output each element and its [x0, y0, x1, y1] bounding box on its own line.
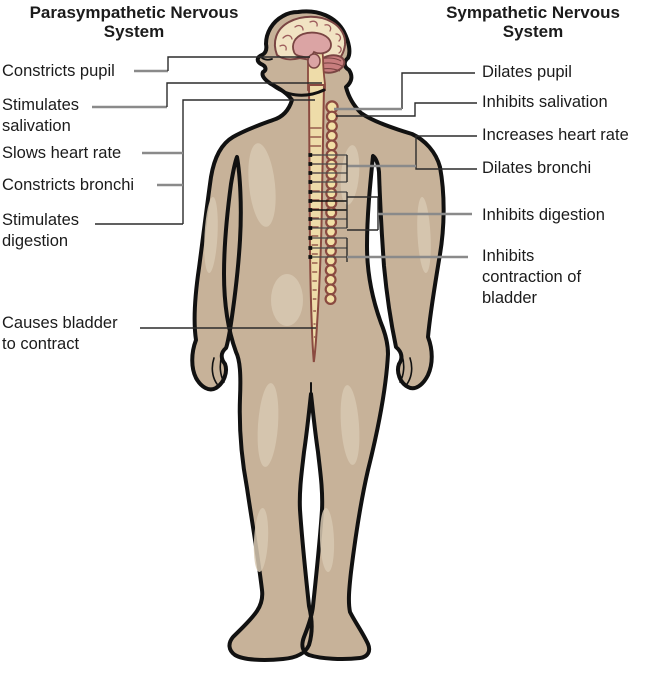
eye-line [261, 57, 273, 61]
label-slows-heart-rate: Slows heart rate [2, 144, 122, 162]
spinal-nerve-roots [308, 153, 313, 259]
leader-inhibits-salivation [336, 102, 477, 117]
label-dilates-bronchi: Dilates bronchi [482, 159, 592, 177]
right-header: Sympathetic Nervous System [446, 3, 620, 41]
leader-vagus-trunk [182, 99, 315, 224]
label-constricts-pupil: Constricts pupil [2, 62, 115, 80]
jaw-line [269, 82, 326, 97]
leader-dilates-pupil [401, 72, 475, 109]
label-causes-bladder: Causes bladder to contract [2, 314, 118, 353]
label-increases-heart-rate: Increases heart rate [482, 126, 629, 144]
spinal-nerve-lines [311, 154, 347, 258]
leader-digestion-bracket [346, 192, 379, 231]
label-inhibits-salivation: Inhibits salivation [482, 93, 608, 111]
label-constricts-bronchi: Constricts bronchi [2, 176, 135, 194]
leader-heart-bronchi-bracket [415, 135, 477, 170]
label-stimulates-digestion: Stimulates digestion [2, 211, 80, 250]
right-hand-lines [399, 354, 413, 385]
label-inhibits-bladder-contraction: Inhibits contraction of bladder [482, 247, 582, 307]
left-hand-lines [211, 354, 225, 385]
brain-fold-lines [279, 20, 342, 54]
left-header: Parasympathetic Nervous System [29, 3, 239, 41]
pons [307, 53, 321, 69]
leader-lines-parasympathetic [92, 56, 322, 329]
label-stimulates-salivation: Stimulates salivation [2, 96, 80, 135]
label-dilates-pupil: Dilates pupil [482, 63, 572, 81]
skin-highlights [204, 143, 431, 572]
body-detail-lines [211, 57, 413, 396]
leader-lines-sympathetic [334, 72, 477, 262]
label-inhibits-digestion: Inhibits digestion [482, 206, 605, 224]
